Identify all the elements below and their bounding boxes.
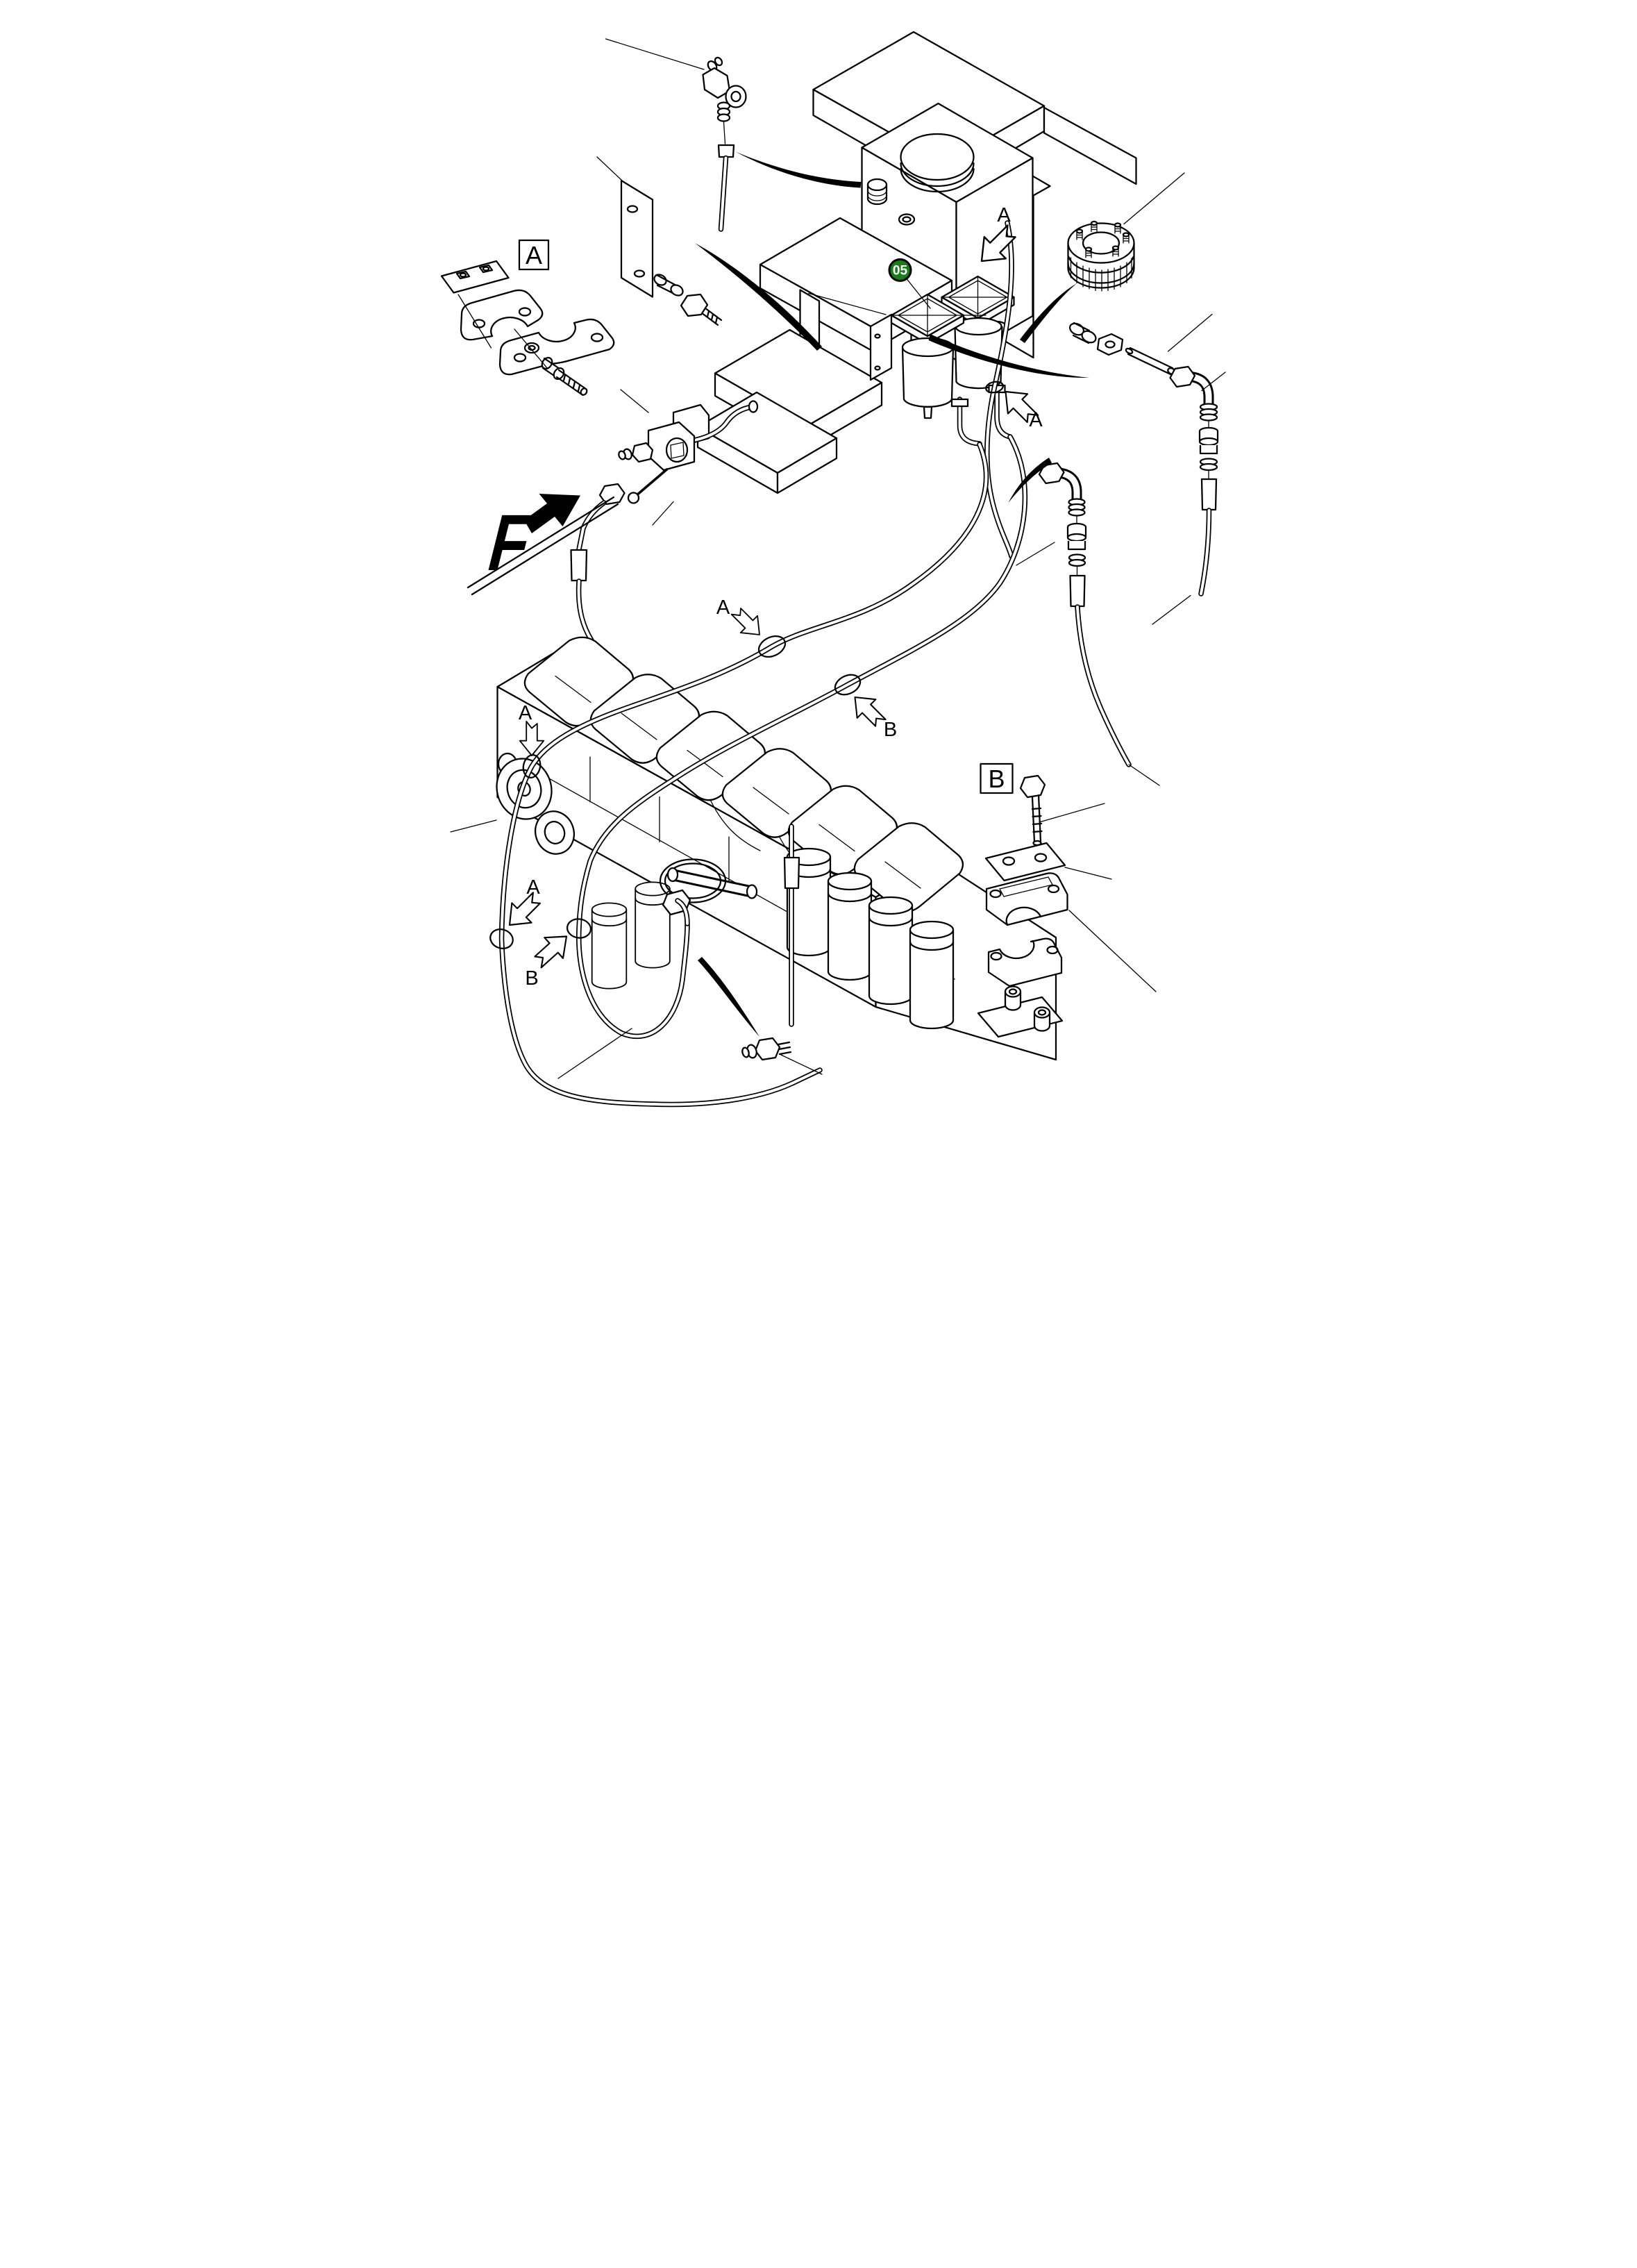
exploded-parts-diagram: 05 A A A B A A B A B F — [409, 0, 1228, 1134]
mounting-plate — [620, 179, 653, 298]
detail-box-a-label: A — [525, 241, 542, 269]
detail-box-b: B — [979, 762, 1014, 794]
socket-bolt — [541, 356, 587, 397]
swoosh-left — [694, 243, 822, 351]
filter-unit-left — [890, 293, 987, 419]
swoosh-to-ring — [1019, 283, 1077, 343]
filter-bracket — [869, 313, 892, 381]
swoosh-top — [735, 151, 861, 188]
hex-bolt — [1019, 774, 1046, 847]
view-label-a-left-upper: A — [518, 702, 532, 724]
balloon-number: 05 — [892, 264, 907, 278]
tank-port-hole — [898, 213, 915, 226]
clamp-top-plate — [984, 842, 1066, 882]
view-arrow-a-left-lower: A — [498, 876, 548, 936]
union-nut — [1096, 333, 1123, 356]
clamp-plate — [440, 260, 510, 294]
front-direction-indicator: F — [480, 494, 580, 587]
top-elbow-fitting — [701, 56, 747, 122]
valve-handle — [634, 468, 668, 497]
clamp-upper-half — [460, 289, 543, 341]
elbow-nut-face — [724, 85, 747, 108]
bottom-tee-assembly — [659, 824, 800, 1027]
elbow-fitting-left — [1038, 462, 1132, 767]
sleeve — [1068, 322, 1097, 344]
top-hose — [717, 122, 734, 232]
straight-tube — [1125, 347, 1176, 376]
tank-filler-cap — [899, 133, 975, 193]
view-arrow-b-left-bottom: B — [525, 925, 576, 990]
spacer-and-bolt — [653, 274, 722, 326]
leader-lines — [449, 38, 1226, 1079]
hose-b-run — [577, 435, 1026, 1038]
view-label-b-center: B — [883, 719, 896, 741]
view-label-b-left-bottom: B — [525, 967, 538, 990]
view-arrow-a-right-middle: A — [994, 381, 1044, 431]
ring-coupling-part — [1066, 220, 1135, 292]
hose-nipple-fitting — [741, 1037, 791, 1061]
view-arrow-a-upper-right: A — [969, 204, 1024, 273]
view-label-a-center: A — [716, 597, 730, 619]
hose-a-run — [499, 443, 987, 1106]
filter-drain — [923, 406, 932, 419]
view-label-a-right-middle: A — [1029, 409, 1043, 431]
view-label-a-left-lower: A — [526, 876, 540, 899]
detail-a-parts — [440, 260, 614, 397]
hose-right-vertical — [985, 222, 1013, 558]
hex-bolt-head — [680, 293, 708, 317]
elbow-fitting-right — [1168, 365, 1218, 597]
clamp-upper-block — [985, 872, 1068, 926]
detail-b-parts — [977, 774, 1157, 1038]
filter-outlet-elbows — [950, 383, 1013, 447]
tank-port-hole-inner — [901, 216, 912, 223]
part-balloon-05: 05 — [888, 258, 931, 309]
view-arrow-a-center: A — [716, 597, 769, 644]
tank-breather-plug — [866, 178, 887, 206]
swoosh-small-right — [1008, 458, 1052, 503]
view-arrow-a-left-upper: A — [518, 702, 544, 756]
parts-diagram-page: 05 A A A B A A B A B F — [409, 0, 1228, 1134]
clamp-bottom-plate — [977, 985, 1063, 1038]
right-fittings — [1038, 322, 1218, 767]
view-label-a-upper-right: A — [997, 204, 1011, 226]
swoosh-arrows — [694, 151, 1089, 1037]
view-arrow-b-center: B — [844, 687, 897, 741]
front-marker-letter: F — [480, 499, 540, 587]
clamp-lower-block — [987, 937, 1062, 987]
balloon-circle — [888, 258, 912, 282]
detail-box-a: A — [518, 239, 549, 271]
grommets — [489, 381, 1004, 949]
detail-box-b-label: B — [988, 765, 1005, 793]
front-marker-arrow — [523, 494, 580, 533]
hoses — [498, 220, 1027, 1108]
swoosh-to-nipple — [697, 957, 759, 1037]
